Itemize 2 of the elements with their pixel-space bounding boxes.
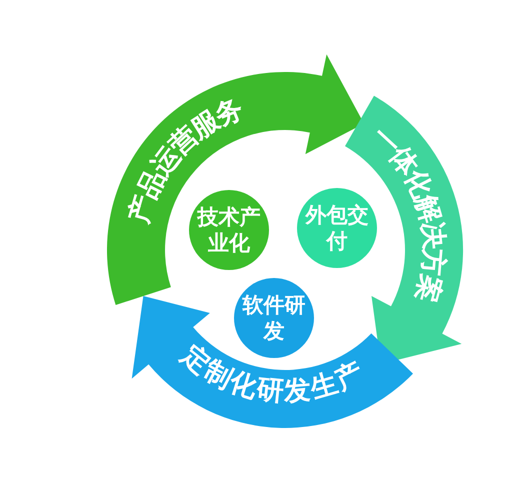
node-label: 软件研发 xyxy=(241,292,306,344)
node-label: 外包交付 xyxy=(304,202,370,254)
